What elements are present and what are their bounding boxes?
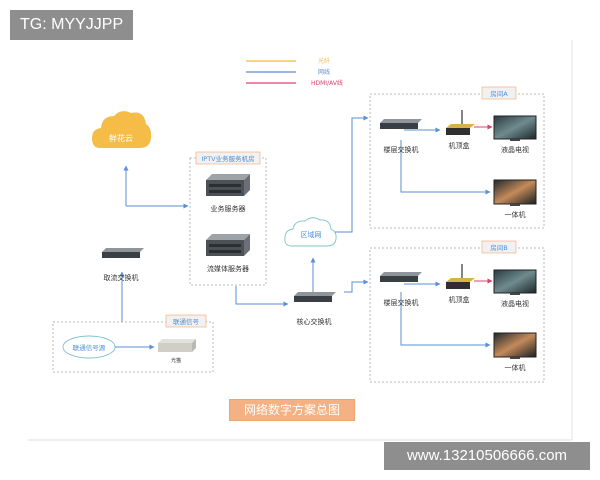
iptv-group-label: IPTV业务服务机房 (201, 154, 254, 163)
room-a-label: 房间A (490, 89, 508, 98)
cloud-label: 鲜花云 (109, 133, 133, 143)
room-b-border (369, 247, 545, 383)
legend: 光纤 网线 HDMI/AV线 (246, 57, 343, 87)
room-a-stb-icon (446, 110, 475, 135)
cloud-node: 鲜花云 (92, 111, 152, 148)
core-switch-node: 核心交换机 (294, 292, 336, 326)
legend-label-hdmi: HDMI/AV线 (311, 79, 343, 87)
media-server-icon (206, 234, 250, 256)
room-a-stb-label: 机顶盒 (449, 141, 470, 150)
business-server-label: 业务服务器 (211, 204, 246, 213)
link-media-to-core (235, 286, 289, 307)
cloud-icon (92, 111, 152, 148)
room-b-label: 房间B (490, 243, 507, 252)
room-b-floor-switch-label: 楼层交换机 (384, 298, 419, 307)
room-a-group: 房间A 楼层交换机 机顶盒 液晶电视 一体机 (369, 86, 545, 229)
room-b-stb-icon (446, 264, 475, 289)
watermark-top: TG: MYYJJPP (10, 10, 134, 40)
core-switch-icon (294, 296, 332, 302)
room-b-stb-label: 机顶盒 (449, 295, 470, 304)
source-group-label-box (165, 314, 207, 328)
media-server-label: 流媒体服务器 (207, 264, 249, 273)
room-a-tv-label: 液晶电视 (501, 145, 529, 154)
iptv-group: IPTV业务服务机房 业务服务器 流媒体服务器 (189, 151, 267, 286)
optical-modem-icon (158, 339, 196, 352)
legend-label-network: 网线 (318, 68, 330, 76)
room-b-aio-icon (493, 332, 537, 359)
room-b-group: 房间B 楼层交换机 机顶盒 液晶电视 一体机 (369, 240, 545, 383)
lan-node: 区域网 (284, 217, 337, 247)
legend-label-fiber: 光纤 (318, 57, 330, 65)
business-server-icon (206, 174, 250, 196)
room-a-label-box (481, 86, 517, 100)
link-a-switch-to-aio (400, 140, 491, 195)
source-group-border (52, 321, 214, 373)
room-b-aio-label: 一体机 (505, 363, 526, 372)
room-b-label-box (481, 240, 517, 254)
room-b-floor-switch-icon (380, 276, 418, 282)
room-b-tv-icon (493, 269, 537, 295)
diagram-title: 网络数字方案总图 (229, 399, 355, 421)
access-switch-node: 取流交换机 (102, 248, 144, 282)
source-group: 联通信号 联通信号源 光猫 (52, 314, 214, 373)
watermark-bottom: www.13210506666.com (384, 442, 590, 470)
room-a-floor-switch-icon (380, 123, 418, 129)
room-a-aio-label: 一体机 (505, 210, 526, 219)
connections (119, 115, 493, 348)
room-a-tv-icon (493, 115, 537, 141)
optical-modem-label: 光猫 (171, 357, 181, 364)
link-core-to-room-b (344, 279, 369, 293)
lan-label: 区域网 (301, 230, 322, 239)
unicom-source-label: 联通信号源 (73, 343, 106, 352)
link-lan-to-room-a (330, 115, 369, 233)
source-group-label: 联通信号 (173, 317, 200, 326)
core-switch-label: 核心交换机 (297, 317, 332, 326)
room-b-tv-label: 液晶电视 (501, 299, 529, 308)
link-b-switch-to-aio (400, 292, 491, 348)
iptv-group-label-box (195, 151, 261, 165)
access-switch-label: 取流交换机 (104, 273, 139, 282)
access-switch-icon (102, 252, 140, 258)
room-a-aio-icon (493, 179, 537, 206)
room-a-border (369, 93, 545, 229)
lan-cloud-icon (284, 217, 337, 247)
room-a-floor-switch-label: 楼层交换机 (384, 145, 419, 154)
